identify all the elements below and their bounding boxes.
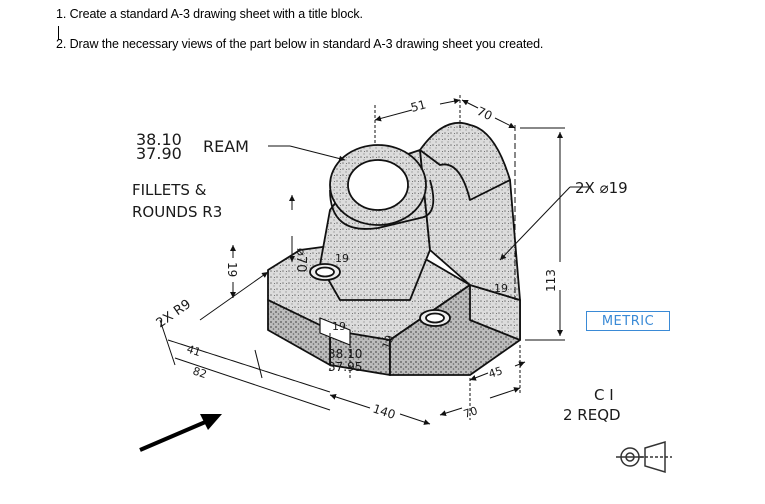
- ream-lower-limit: 37.90: [136, 144, 182, 163]
- dim-70-bottom: 70: [462, 404, 479, 421]
- fillets-note-line-2: ROUNDS R3: [132, 203, 222, 221]
- dim-113: 113: [544, 269, 558, 292]
- quantity-note: 2 REQD: [563, 406, 621, 424]
- dimension-lines: [159, 95, 590, 425]
- dim-140: 140: [371, 402, 397, 422]
- ream-upper-limit: 38.10: [136, 130, 182, 149]
- dim-19-d: 19: [380, 333, 397, 351]
- dim-45: 45: [487, 364, 504, 381]
- dim-82: 82: [191, 364, 208, 381]
- metric-badge: METRIC: [586, 311, 670, 331]
- dim-2x-r9: 2X R9: [154, 297, 194, 331]
- material-note: C I: [594, 386, 614, 404]
- slot-lower-limit: 37.95: [328, 360, 362, 374]
- dim-19-left: 19: [225, 262, 239, 277]
- dim-19-a: 19: [335, 252, 349, 265]
- fillets-note-line-1: FILLETS &: [132, 181, 207, 199]
- text-cursor: [58, 26, 59, 40]
- instruction-line-1: 1. Create a standard A-3 drawing sheet w…: [56, 7, 363, 21]
- dim-41: 41: [185, 342, 202, 359]
- dim-70-top: 70: [475, 104, 495, 123]
- instruction-line-2: 2. Draw the necessary views of the part …: [56, 37, 544, 51]
- dim-19-b: 19: [332, 320, 346, 333]
- metric-label: METRIC: [601, 313, 655, 329]
- dim-19-c: 19: [494, 282, 508, 295]
- slot-upper-limit: 38.10: [328, 347, 362, 361]
- holes-callout: 2X ⌀19: [575, 179, 628, 197]
- part-isometric: [267, 121, 521, 376]
- view-direction-arrow: [139, 414, 222, 452]
- bore-diameter-dim: ⌀70: [293, 248, 308, 272]
- dim-51: 51: [409, 97, 427, 114]
- ream-label: REAM: [203, 137, 249, 156]
- projection-symbol-icon: [616, 440, 672, 474]
